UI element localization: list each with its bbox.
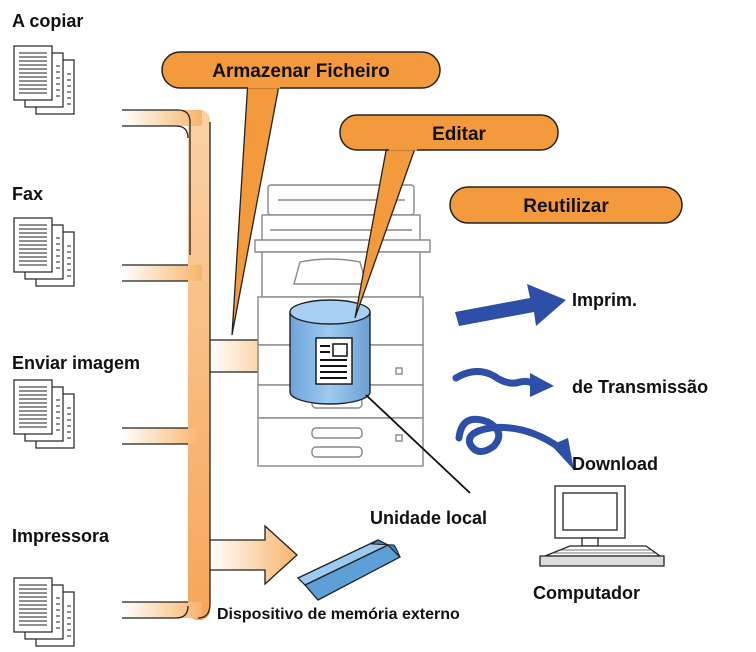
print-arrow-icon (455, 284, 566, 326)
source-label-copy: A copiar (12, 11, 83, 31)
callout-edit-label: Editar (432, 124, 486, 145)
computer-label: Computador (533, 583, 640, 603)
document-stack-icon (13, 45, 75, 115)
output-print-label: Imprim. (572, 290, 637, 310)
local-drive-label: Unidade local (370, 508, 487, 528)
local-drive-leader (365, 394, 471, 494)
document-stack-icon (13, 577, 75, 647)
transmission-arrow-icon (452, 368, 554, 397)
local-drive-icon (289, 299, 371, 405)
callout-store (161, 51, 441, 336)
download-arrow-icon (455, 415, 574, 470)
document-stack-icon (13, 379, 75, 449)
source-label-image-send: Enviar imagem (12, 353, 140, 373)
callout-reuse-label: Reutilizar (523, 196, 609, 217)
callout-edit (339, 114, 559, 319)
external-memory-label: Dispositivo de memória externo (217, 606, 460, 623)
callout-reuse (449, 186, 683, 224)
output-download-label: Download (572, 454, 658, 474)
callout-store-label: Armazenar Ficheiro (212, 61, 389, 82)
output-transmission-label: de Transmissão (572, 377, 708, 397)
computer-icon (539, 485, 665, 567)
external-memory-icon (296, 539, 402, 601)
source-label-fax: Fax (12, 184, 43, 204)
document-stack-icon (13, 217, 75, 287)
source-label-printer: Impressora (12, 526, 110, 546)
